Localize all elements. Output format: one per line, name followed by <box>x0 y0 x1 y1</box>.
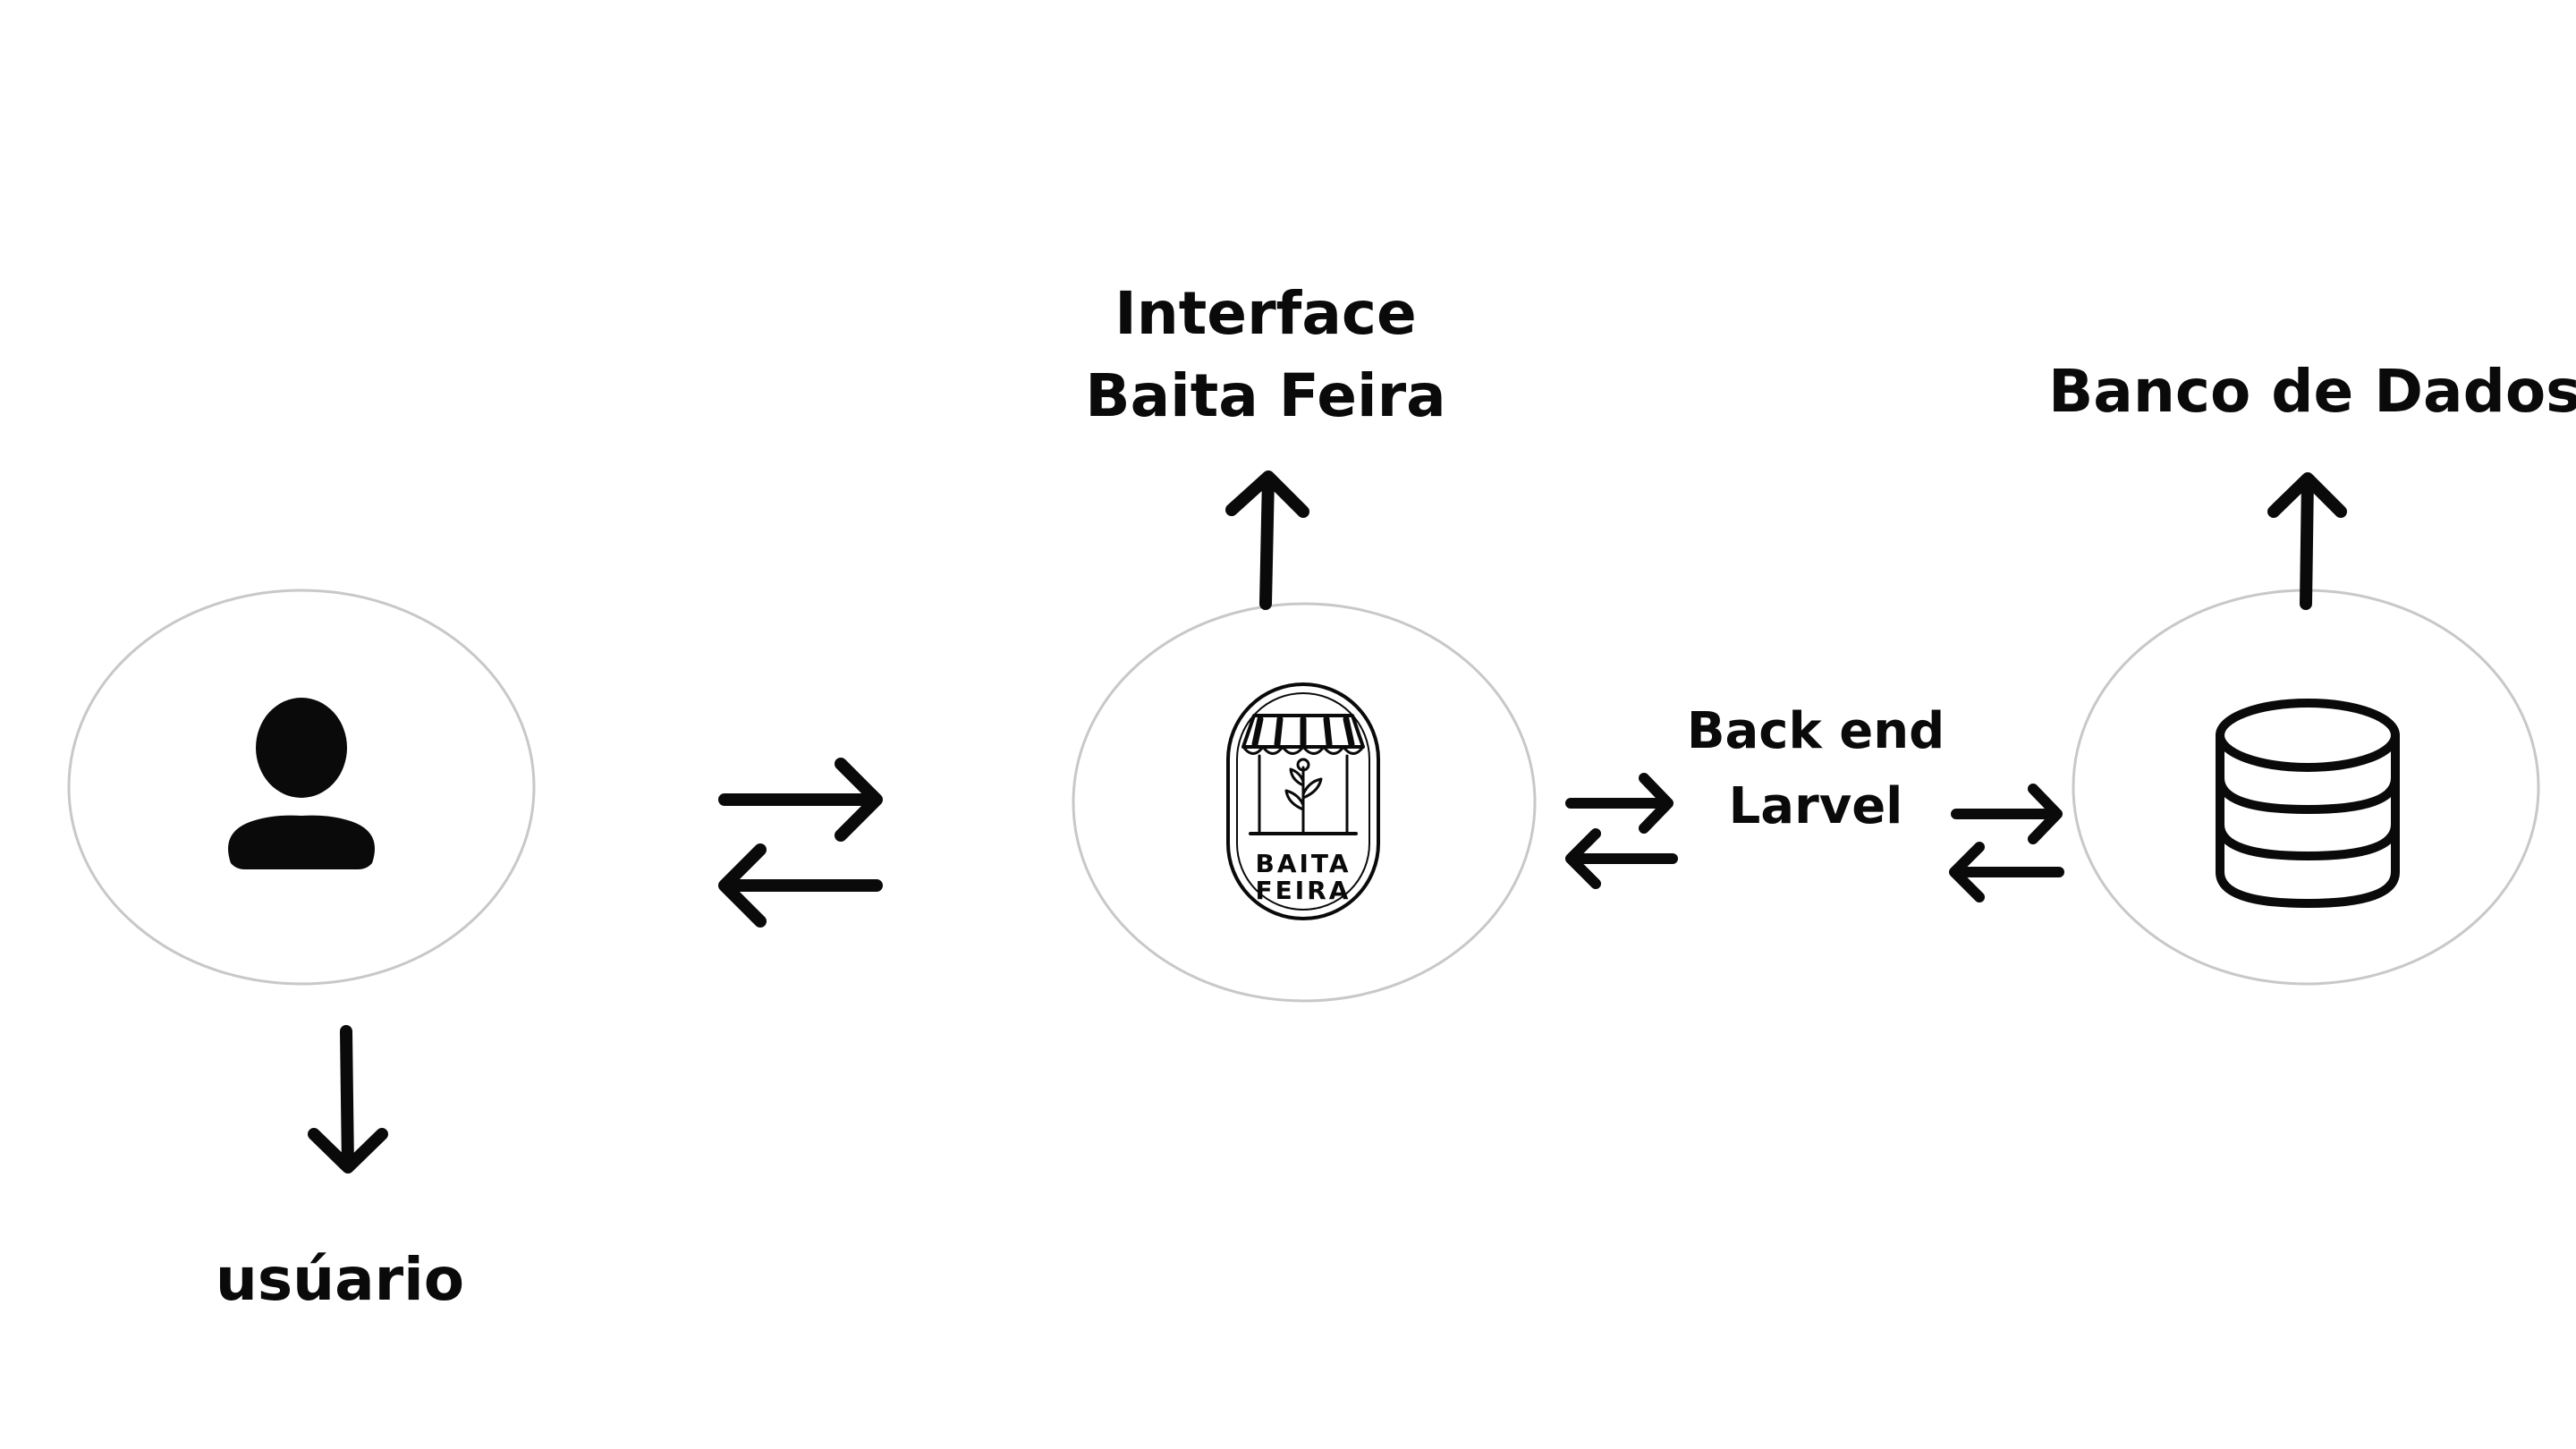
database-icon <box>2216 699 2400 908</box>
bidirectional-arrows-icon <box>1565 773 1678 889</box>
backend-label-line2: Larvel <box>1728 777 1903 835</box>
user-title: usúario <box>215 1245 465 1314</box>
database-label-arrow <box>2267 472 2347 610</box>
backend-label: Back end Larvel <box>1659 707 1972 832</box>
bidirectional-arrows-icon <box>718 758 883 928</box>
bidirectional-arrows-icon <box>1949 784 2064 902</box>
arrows <box>308 470 2347 1174</box>
user-icon <box>228 698 375 869</box>
interface-label-arrow <box>1225 470 1309 610</box>
interface-title-line2: Baita Feira <box>1085 361 1446 430</box>
interface-title: Interface Baita Feira <box>1078 284 1453 426</box>
interface-title-line1: Interface <box>1114 279 1417 348</box>
backend-label-line1: Back end <box>1686 702 1945 760</box>
database-node-circle <box>2072 589 2540 986</box>
user-label-arrow <box>308 1025 388 1174</box>
baita-feira-logo: BAITA FEIRA <box>1226 682 1380 920</box>
database-title: Banco de Dados <box>2048 357 2576 426</box>
logo-text-baita: BAITA <box>1255 849 1351 878</box>
logo-text-feira: FEIRA <box>1256 876 1352 905</box>
